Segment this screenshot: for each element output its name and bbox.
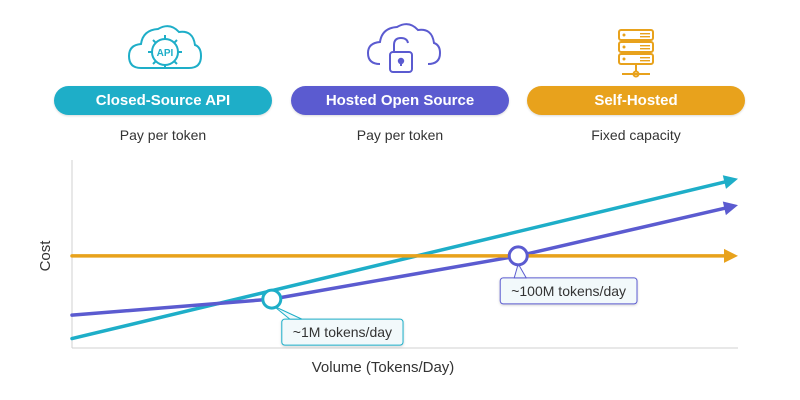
cloud-open-lock-icon (350, 0, 450, 86)
hosted-open-source-pricing: Pay per token (356, 127, 444, 143)
x-axis-title: Volume (Tokens/Day) (312, 359, 455, 376)
annotation-box (281, 318, 404, 346)
series-arrowhead-closed-source-api (722, 175, 738, 189)
hosted-open-source-pill: Hosted Open Source (291, 86, 509, 115)
annotation-pointer (513, 262, 528, 279)
y-axis-title: Cost (37, 240, 54, 272)
series-line-hosted-open-source (70, 206, 727, 317)
server-rack-icon (586, 0, 686, 86)
annotation-pointer (273, 305, 303, 320)
annotation-box (499, 277, 638, 305)
annotation-label: ~1M tokens/day (293, 324, 392, 340)
crossover-marker (261, 288, 283, 310)
closed-source-pill: Closed-Source API (54, 86, 272, 115)
self-hosted-pill: Self-Hosted (527, 86, 745, 115)
series-arrowhead-self-hosted (724, 248, 738, 263)
cloud-api-icon: API (113, 0, 213, 86)
api-icon-text: API (157, 48, 174, 59)
annotation-label: ~100M tokens/day (511, 283, 626, 299)
option-hosted-open-source: Hosted Open Source Pay per token (290, 0, 510, 143)
self-hosted-pricing: Fixed capacity (591, 127, 681, 143)
series-arrowhead-hosted-open-source (722, 201, 738, 216)
series-line-closed-source-api (70, 180, 727, 341)
closed-source-pricing: Pay per token (119, 127, 207, 143)
option-closed-source: API Closed-Source API Pay per token (53, 0, 273, 143)
option-self-hosted: Self-Hosted Fixed capacity (526, 0, 746, 143)
crossover-marker (507, 245, 529, 267)
